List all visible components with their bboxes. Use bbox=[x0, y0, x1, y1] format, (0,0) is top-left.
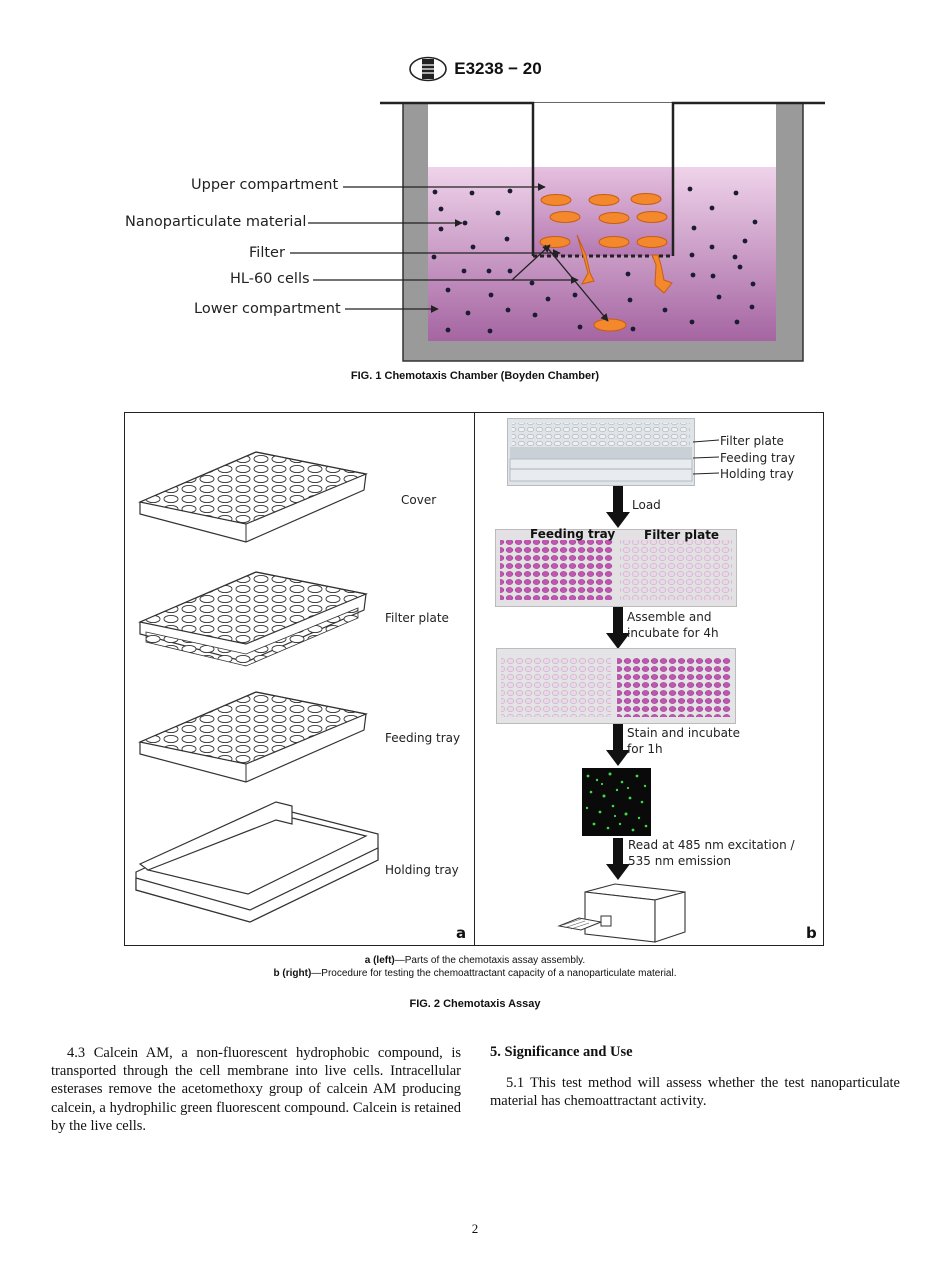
fig2-subcaption-b: b (right)—Procedure for testing the chem… bbox=[0, 968, 950, 979]
plate-stack-photo bbox=[507, 418, 695, 486]
plate-reader-icon bbox=[557, 883, 686, 943]
label-filter: Filter bbox=[249, 245, 285, 261]
label-nanoparticulate-material: Nanoparticulate material bbox=[125, 214, 307, 230]
fig2-divider bbox=[474, 412, 475, 946]
paragraph-5-1: 5.1 This test method will assess whether… bbox=[490, 1075, 900, 1110]
label-stack-feeding-tray: Feeding tray bbox=[720, 451, 796, 465]
photo-label-filter-plate: Filter plate bbox=[644, 528, 720, 542]
feeding-filter-photo bbox=[495, 529, 737, 607]
holding-tray-part bbox=[135, 801, 379, 923]
arrow-down-icon bbox=[606, 607, 630, 649]
panel-a-label: a bbox=[456, 924, 467, 942]
assembled-plate-photo bbox=[496, 648, 736, 724]
boyden-chamber-diagram bbox=[290, 101, 825, 362]
label-filter-plate: Filter plate bbox=[385, 611, 449, 625]
step-stain-incubate: Stain and incubate for 1h bbox=[627, 726, 741, 756]
fig1-caption: FIG. 1 Chemotaxis Chamber (Boyden Chambe… bbox=[350, 370, 600, 382]
arrow-down-icon bbox=[606, 724, 630, 766]
photo-label-feeding-tray: Feeding tray bbox=[530, 527, 616, 541]
panel-b-label: b bbox=[806, 924, 817, 942]
paragraph-4-3: 4.3 Calcein AM, a non-fluorescent hydrop… bbox=[51, 1045, 461, 1134]
subcaption-b-key: b (right) bbox=[273, 968, 312, 979]
label-upper-compartment: Upper compartment bbox=[191, 177, 339, 193]
subcaption-a-text: —Parts of the chemotaxis assay assembly. bbox=[394, 955, 586, 966]
label-lower-compartment: Lower compartment bbox=[194, 301, 341, 317]
label-holding-tray: Holding tray bbox=[385, 863, 459, 877]
label-stack-holding-tray: Holding tray bbox=[720, 467, 794, 481]
filter-plate-part bbox=[138, 571, 369, 667]
subcaption-b-text: —Procedure for testing the chemoattracta… bbox=[311, 968, 677, 979]
arrow-down-icon bbox=[606, 838, 630, 880]
assembly-parts-drawing bbox=[135, 451, 379, 923]
subcaption-a-key: a (left) bbox=[364, 955, 395, 966]
section-heading: 5. Significance and Use bbox=[490, 1044, 633, 1060]
cover-plate bbox=[138, 451, 369, 543]
page-number: 2 bbox=[471, 1221, 479, 1236]
document-code: E3238 − 20 bbox=[454, 59, 542, 78]
plate-label-leaders bbox=[693, 439, 720, 475]
label-hl60-cells: HL-60 cells bbox=[230, 271, 310, 287]
feeding-tray-part bbox=[138, 691, 369, 783]
fluorescence-photo bbox=[582, 768, 651, 836]
step-load: Load bbox=[632, 498, 661, 512]
step-assemble-incubate: Assemble and incubate for 4h bbox=[627, 610, 719, 640]
fig2-caption: FIG. 2 Chemotaxis Assay bbox=[409, 998, 541, 1010]
label-cover: Cover bbox=[401, 493, 437, 507]
fig2-subcaption-a: a (left)—Parts of the chemotaxis assay a… bbox=[0, 955, 950, 966]
astm-logo-icon bbox=[409, 56, 448, 82]
step-read: Read at 485 nm excitation / 535 nm emiss… bbox=[628, 838, 795, 868]
label-feeding-tray: Feeding tray bbox=[385, 731, 461, 745]
page-header: E3238 − 20 bbox=[0, 56, 950, 87]
label-stack-filter-plate: Filter plate bbox=[720, 434, 784, 448]
arrow-down-icon bbox=[606, 486, 630, 528]
